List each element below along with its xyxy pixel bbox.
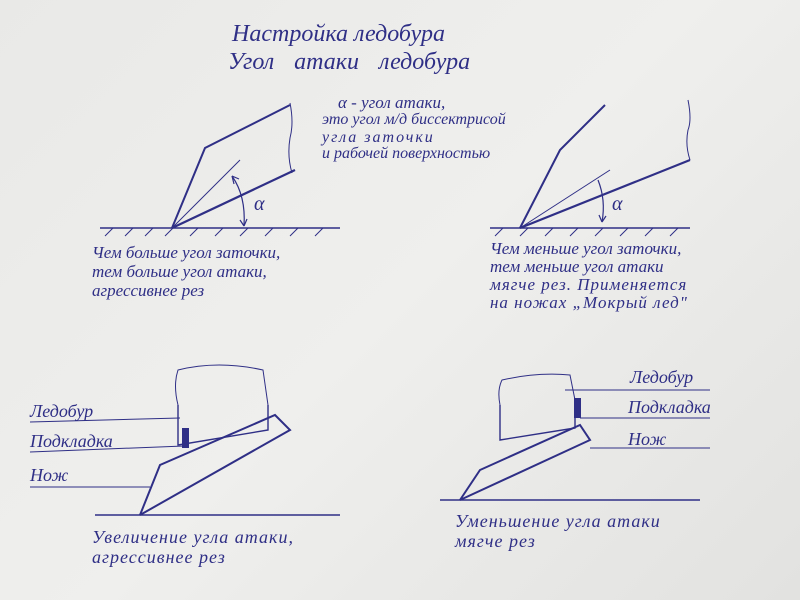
caption-line: агрессивнее рез [92, 547, 226, 567]
note-line: Чем меньше угол заточки, [490, 239, 682, 258]
note-line: мягче рез. Применяется [490, 275, 688, 294]
diagram-small-sharpening-angle [490, 99, 691, 237]
label-pad-left: Подкладка [30, 431, 113, 451]
caption-line: Уменьшение угла атаки [455, 511, 661, 531]
note-line: тем меньше угол атаки [490, 257, 664, 276]
label-knife-right: Нож [628, 429, 667, 449]
diagram-increase-attack [29, 364, 340, 516]
title: Настройка ледобура [232, 21, 445, 47]
alpha-left: α [254, 193, 265, 215]
label-drill-left: Ледобур [30, 401, 94, 421]
diagram-decrease-attack [440, 373, 710, 501]
note-line: тем больше угол атаки, [92, 262, 267, 281]
subtitle: Угол атаки ледобура [228, 49, 471, 75]
definition-line: угла заточки [322, 129, 435, 146]
note-line: Чем больше угол заточки, [92, 243, 281, 262]
label-drill-right: Ледобур [630, 367, 694, 387]
caption-line: Увеличение угла атаки, [92, 527, 294, 547]
alpha-right: α [612, 193, 623, 215]
caption-line: мягче рез [455, 531, 536, 551]
definition-line: и рабочей поверхностью [322, 145, 491, 162]
label-pad-right: Подкладка [628, 397, 711, 417]
label-knife-left: Нож [30, 465, 69, 485]
note-line: на ножах „Мокрый лед" [490, 293, 688, 312]
definition-line: α - угол атаки, [338, 93, 446, 112]
definition-line: это угол м/д биссектрисой [322, 111, 506, 128]
diagram-large-sharpening-angle [100, 102, 340, 237]
note-line: агрессивнее рез [92, 281, 205, 300]
